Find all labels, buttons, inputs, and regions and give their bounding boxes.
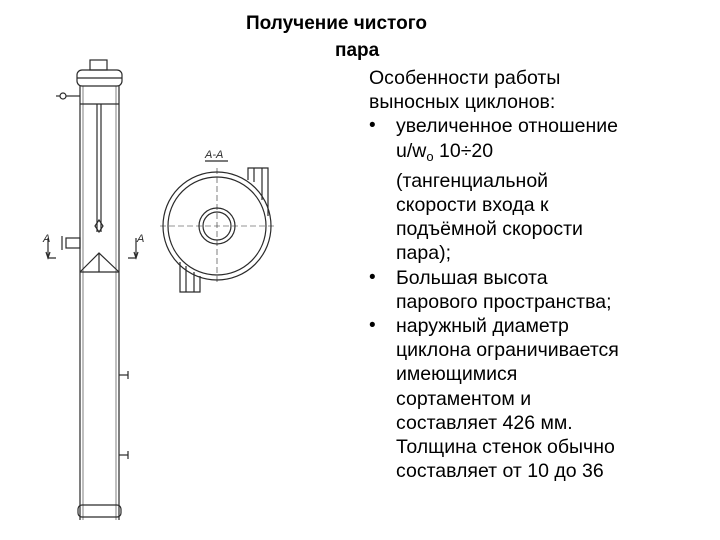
bullet-diameter: наружный диаметр циклона ограничивается … — [369, 314, 709, 483]
cyclone-front-view: А А — [42, 59, 144, 520]
bullet-diameter-line-5: составляет 426 мм. — [396, 411, 573, 434]
bullet-ratio-line-5: подъёмной скорости — [396, 218, 583, 241]
bullet-height-line-1: Большая высота — [396, 266, 548, 289]
intro-line-2: выносных циклонов: — [369, 91, 556, 114]
cyclone-drawing: А А А-А — [42, 59, 274, 520]
bullet-ratio: увеличенное отношение u/wо 10÷20 (танген… — [369, 114, 709, 265]
bullet-diameter-line-4: сортаментом и — [396, 387, 532, 410]
intro-line-1: Особенности работы — [369, 67, 561, 89]
cyclone-section-view: А-А — [160, 149, 274, 293]
section-label: А-А — [204, 149, 223, 161]
bullet-diameter-line-1: наружный диаметр — [396, 315, 569, 338]
ratio-subscript: о — [426, 148, 434, 164]
bullet-ratio-line-4: скорости входа к — [396, 194, 549, 217]
cut-label-left: А — [42, 233, 50, 245]
slide-title-line-1: Получение чистого — [246, 13, 427, 34]
bullet-diameter-line-2: циклона ограничивается — [396, 339, 619, 362]
bullet-ratio-line-1: увеличенное отношение — [396, 115, 618, 138]
bullet-ratio-formula: u/wо 10÷20 — [396, 139, 709, 169]
bullet-height: Большая высота парового пространства; — [369, 266, 709, 314]
bullet-diameter-line-7: составляет от 10 до 36 — [396, 460, 604, 483]
ratio-symbol: u/w — [396, 139, 427, 162]
slide-title: Получение чистого пара — [200, 10, 540, 64]
features-list: увеличенное отношение u/wо 10÷20 (танген… — [369, 114, 709, 483]
text-block: Особенности работы выносных циклонов: ув… — [369, 66, 709, 483]
bullet-ratio-line-6: пара); — [396, 242, 452, 265]
ratio-range: 10÷20 — [433, 139, 494, 162]
bullet-diameter-line-3: имеющимися — [396, 363, 518, 386]
cut-label-right: А — [136, 233, 144, 245]
bullet-ratio-line-3: (тангенциальной — [396, 169, 549, 192]
bullet-diameter-line-6: Толщина стенок обычно — [396, 436, 615, 459]
slide-title-line-2: пара — [335, 40, 380, 61]
bullet-height-line-2: парового пространства; — [396, 290, 612, 313]
